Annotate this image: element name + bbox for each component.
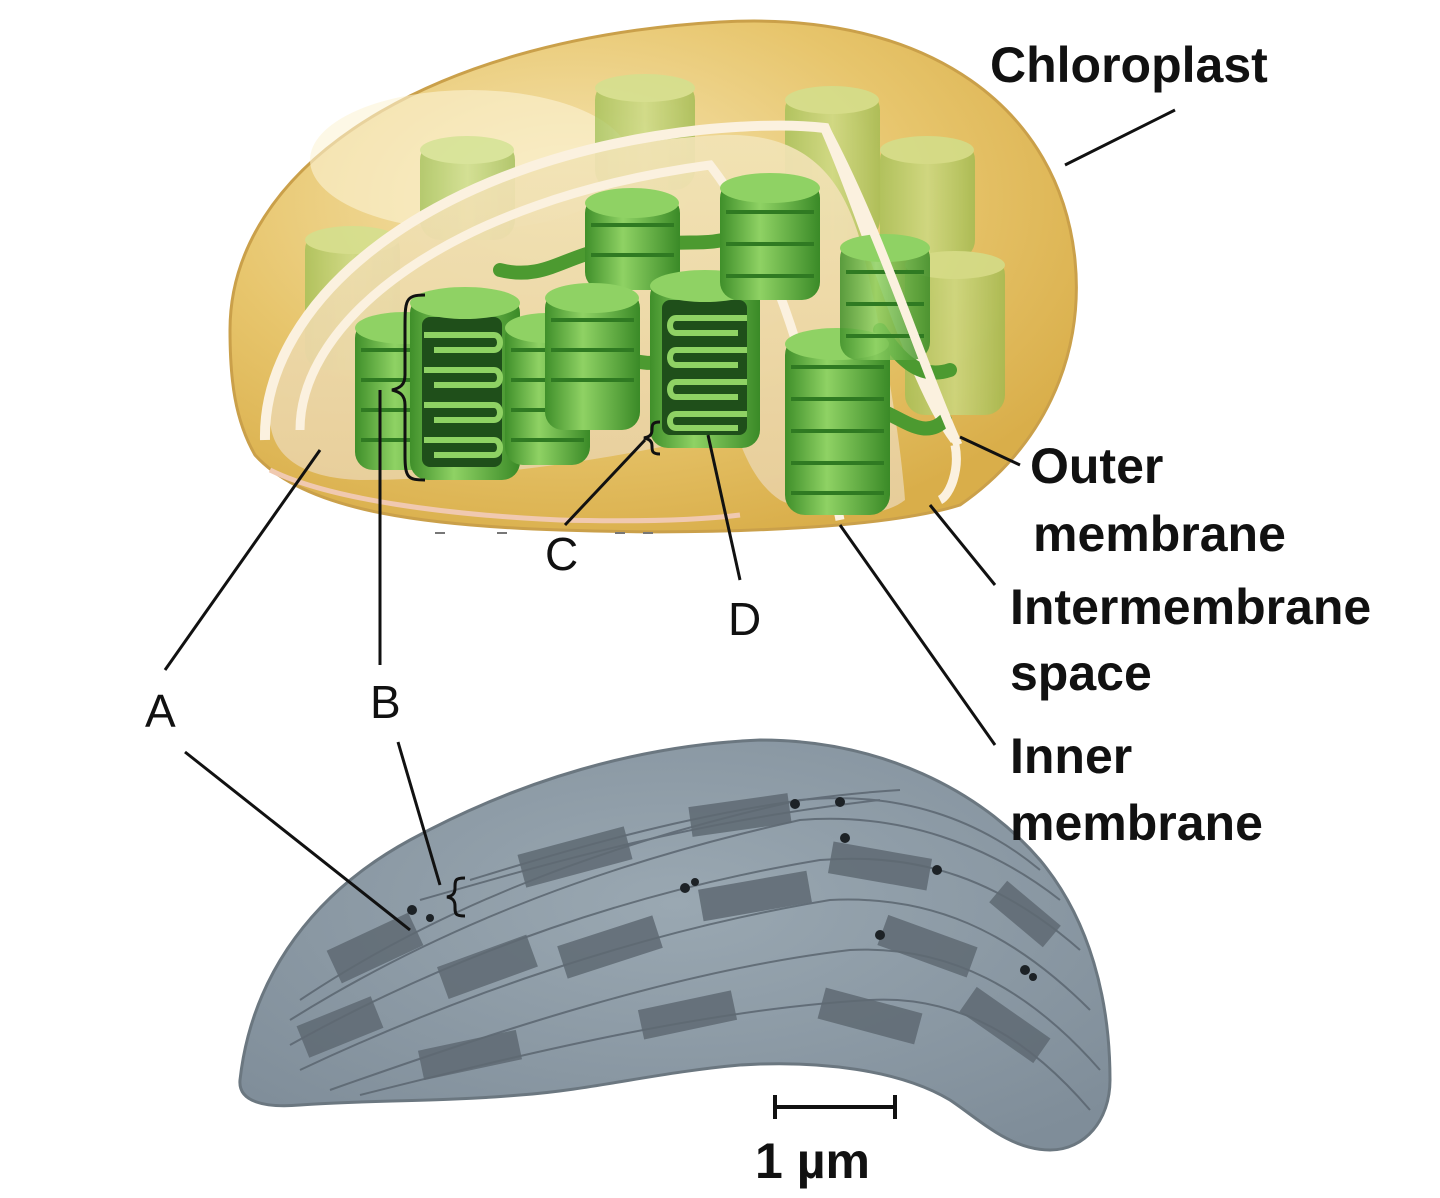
label-inner-membrane-line2: membrane (1010, 795, 1263, 851)
em-granum-brace (446, 876, 466, 918)
leader-intermembrane-space (928, 504, 997, 586)
electron-micrograph (238, 738, 1112, 1152)
leader-outer-membrane (959, 435, 1021, 467)
leader-d (706, 434, 742, 581)
chloroplast-illustration (228, 19, 1078, 534)
label-b: B (370, 676, 401, 728)
granum-7 (720, 173, 820, 300)
granum-6-cutaway (650, 270, 760, 448)
label-intermembrane-space-line2: space (1010, 645, 1152, 701)
leader-a-top (163, 449, 322, 671)
label-chloroplast: Chloroplast (990, 37, 1268, 93)
scale-bar-label: 1 µm (755, 1133, 870, 1189)
label-a: A (145, 685, 176, 737)
micrograph-texture (289, 789, 1101, 1111)
granum-brace (391, 293, 426, 482)
label-d: D (728, 593, 761, 645)
label-outer-membrane-line1: Outer (1030, 438, 1163, 494)
label-c: C (545, 528, 578, 580)
labels: Chloroplast Outer membrane Intermembrane… (145, 37, 1371, 851)
label-inner-membrane-line1: Inner (1010, 728, 1132, 784)
leader-inner-membrane (838, 524, 997, 746)
micrograph-grana (296, 793, 1061, 1081)
granum-5 (545, 283, 640, 430)
leader-c (563, 438, 647, 527)
thylakoid-brace (643, 420, 661, 456)
granum-2-cutaway (410, 287, 520, 480)
granum-4 (585, 188, 680, 290)
cutaway-membrane-right (821, 125, 963, 505)
membrane-bottom-edge (268, 467, 741, 524)
leader-a-bottom (184, 750, 411, 932)
micrograph-dots (407, 797, 1037, 981)
leader-b-bottom (396, 741, 442, 886)
scale-bar: 1 µm (755, 1095, 897, 1189)
leader-chloroplast (1064, 108, 1176, 167)
leader-lines (163, 108, 1176, 932)
label-intermembrane-space-line1: Intermembrane (1010, 579, 1371, 635)
label-outer-membrane-line2: membrane (1033, 506, 1286, 562)
